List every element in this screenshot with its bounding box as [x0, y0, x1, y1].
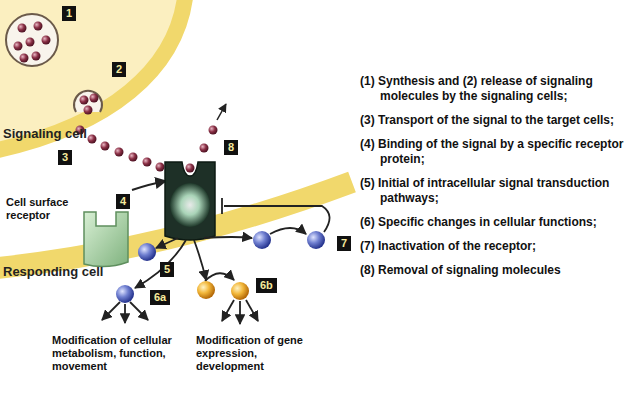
binding-arrow — [132, 181, 166, 190]
signal-molecules — [76, 126, 165, 172]
step-description: (3) Transport of the signal to the targe… — [360, 113, 637, 128]
callout-number: 6a — [150, 290, 170, 305]
outcome-label: Modification of gene expression, develop… — [196, 334, 326, 373]
receptor-label: Cell surface receptor — [6, 196, 78, 222]
pale-receptor — [84, 212, 128, 267]
cell-name: Responding cell — [3, 264, 103, 279]
exocytosis-vesicle — [74, 91, 102, 115]
callout-number: 5 — [160, 262, 174, 277]
inactivation-line — [222, 198, 330, 232]
callout-number: 3 — [58, 150, 72, 165]
callout-number: 6b — [256, 278, 277, 293]
transduction-arrows — [102, 228, 306, 324]
step-description: (7) Inactivation of the receptor; — [360, 239, 637, 254]
effector-proteins — [116, 231, 325, 303]
released-molecules — [200, 104, 227, 153]
outcome-label: Modification of cellular metabolism, fun… — [52, 334, 192, 373]
membrane — [0, 0, 185, 150]
bound-receptor — [165, 162, 215, 240]
step-description: (5) Initial of intracellular signal tran… — [360, 176, 637, 206]
step-description: (1) Synthesis and (2) release of signali… — [360, 74, 637, 104]
callout-number: 1 — [62, 6, 76, 21]
callout-number: 7 — [337, 236, 351, 251]
vesicle — [6, 14, 58, 66]
step-description: (4) Binding of the signal by a specific … — [360, 137, 637, 167]
cell-name: Signaling cell — [3, 126, 87, 141]
step-description: (8) Removal of signaling molecules — [360, 263, 637, 278]
callout-number: 8 — [224, 140, 238, 155]
callout-number: 4 — [116, 194, 130, 209]
step-description: (6) Specific changes in cellular functio… — [360, 215, 637, 230]
callout-number: 2 — [112, 62, 126, 77]
